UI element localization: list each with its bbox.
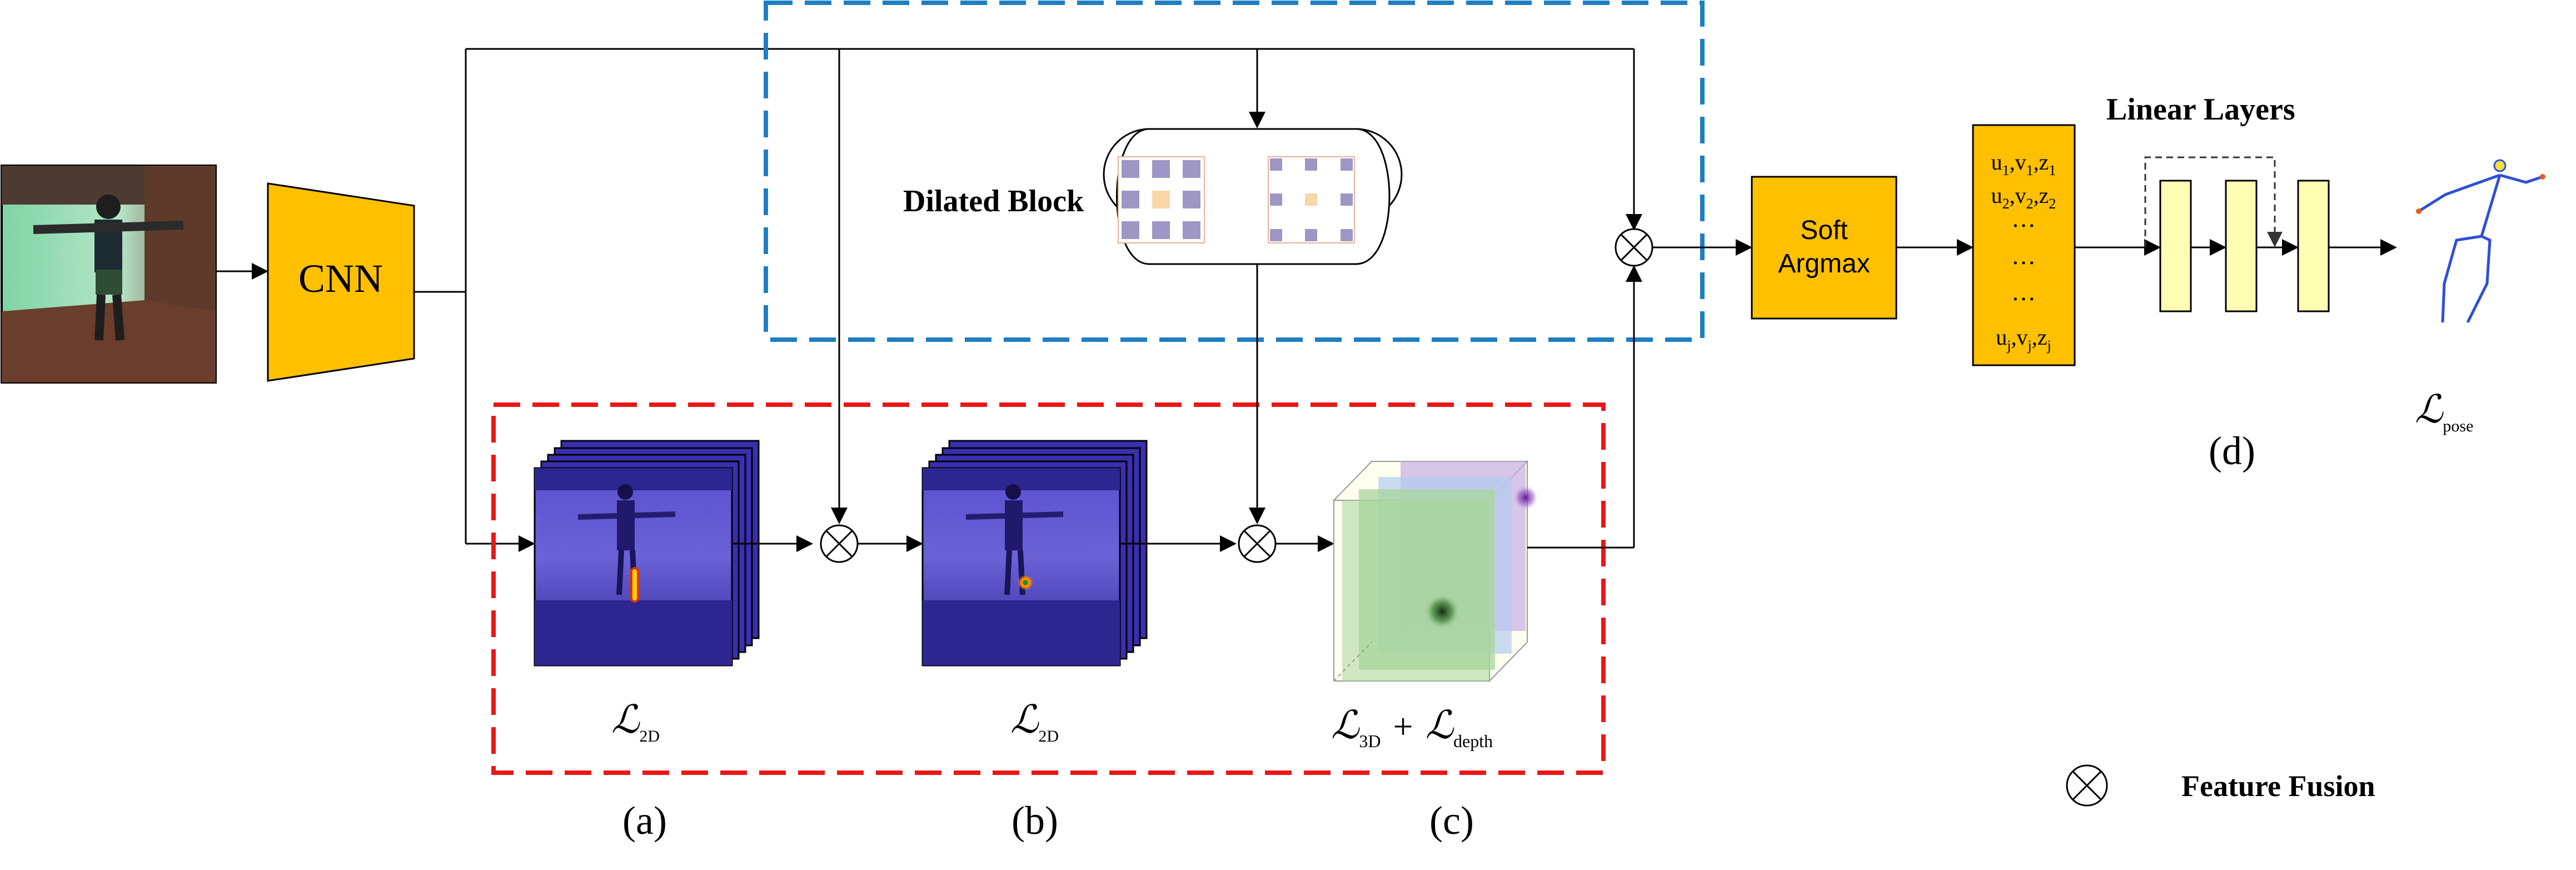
arrow-volume-to-upper-fusion [1527,265,1642,549]
cnn-output-lines [414,48,1634,544]
loss-2d-b: ℒ2D [1010,699,1059,745]
panel-label-d: (d) [2209,429,2255,473]
soft-argmax-label-line2: Argmax [1778,249,1870,279]
dilated-region-border [764,1,1705,342]
3d-pose-skeleton-icon [2416,159,2545,324]
linear-layers-label: Linear Layers [2106,92,2295,127]
linear-layer-2 [2225,180,2258,312]
linear-layer-3 [2297,180,2330,312]
heatmap-region-border [491,402,1606,775]
fusion-a-icon [820,524,859,563]
coord-ellipsis-3: … [2011,279,2036,306]
heatmap-stack-b [921,440,1148,667]
heatmap-stack-a [534,440,760,667]
cnn-label: CNN [298,256,383,301]
joint-coordinates-box: u1,v1,z1 u2,v2,z2 … … … uj,vj,zj [1972,124,2076,366]
coord-row-j: uj,vj,zj [1996,325,2051,354]
dilated-kernel-1 [1118,156,1205,243]
soft-argmax-label-line1: Soft [1800,216,1847,245]
panel-label-b: (b) [1012,798,1058,843]
input-photo-icon [1,165,217,384]
legend-feature-fusion-label: Feature Fusion [2181,769,2375,803]
coord-row-1: u1,v1,z1 [1991,150,2056,178]
residual-skip-connection [2144,156,2283,247]
feature-fusion-icon [2066,764,2108,807]
fusion-b-icon [1238,524,1277,563]
dilated-block: Dilated Block [903,128,1403,265]
loss-3d-depth: ℒ3D+ℒdepth [1331,704,1493,751]
linear-layer-1 [2159,180,2192,312]
upper-feature-fusion-icon [1615,228,1653,267]
legend-feature-fusion: Feature Fusion [2066,764,2375,807]
panel-label-a: (a) [622,798,667,843]
dilated-kernel-2 [1268,156,1355,243]
loss-2d-a: ℒ2D [611,699,660,745]
coord-row-2: u2,v2,z2 [1991,183,2056,212]
loss-pose: ℒpose [2415,389,2473,435]
coord-ellipsis-1: … [2011,205,2036,232]
cnn-block: CNN [267,182,415,382]
dilated-block-label: Dilated Block [903,184,1084,218]
coord-ellipsis-2: … [2011,242,2036,270]
panel-label-c: (c) [1429,798,1474,843]
3d-heatmap-volume [1332,460,1538,683]
soft-argmax-block: Soft Argmax [1751,176,1897,320]
